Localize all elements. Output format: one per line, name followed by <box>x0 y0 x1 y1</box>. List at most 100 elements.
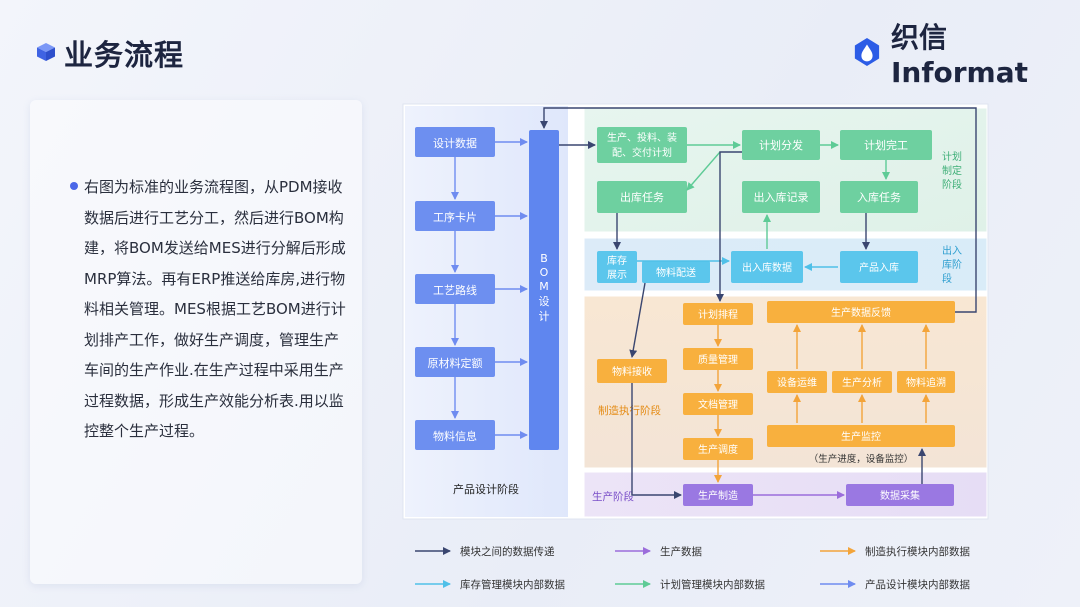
wh-box-stock-display-label-1: 库存 <box>607 254 627 267</box>
prod-box-data-collect <box>846 484 954 506</box>
mes-box-monitor <box>767 425 955 447</box>
design-box-process-card <box>415 201 495 231</box>
mes-box-quality-label: 质量管理 <box>698 353 738 366</box>
design-box-design-data-label: 设计数据 <box>433 136 477 150</box>
cross-module-arrows <box>540 107 977 499</box>
plan-stage: 生产、投料、装 配、交付计划 计划分发 计划完工 出库任务 出入库记录 入库任务… <box>597 127 962 213</box>
mes-box-data-feedback-label: 生产数据反馈 <box>831 306 891 319</box>
mes-box-quality <box>683 348 753 370</box>
design-box-material-quota-label: 原材料定额 <box>428 356 483 370</box>
wh-box-material-delivery <box>642 261 710 283</box>
arrow <box>629 282 646 358</box>
plan-box-plan-complete-label: 计划完工 <box>864 138 908 152</box>
design-box-design-data <box>415 127 495 157</box>
mes-box-equipment <box>767 371 827 393</box>
plan-box-plan-complete <box>840 130 932 160</box>
plan-box-plan-distribute <box>742 130 820 160</box>
design-box-material-info-label: 物料信息 <box>433 429 477 443</box>
bullet-icon <box>70 182 78 190</box>
legend: 模块之间的数据传递 生产数据 制造执行模块内部数据 库存管理模块内部数据 计划管… <box>415 545 970 591</box>
plan-stage-label-1: 计划 <box>942 150 962 163</box>
mes-box-equipment-label: 设备运维 <box>777 376 817 389</box>
mes-box-trace <box>897 371 955 393</box>
mes-box-document-label: 文档管理 <box>698 398 738 411</box>
wh-box-io-data <box>731 251 803 283</box>
page-title: 业务流程 <box>64 38 185 72</box>
legend-label-module-transfer: 模块之间的数据传递 <box>460 545 555 558</box>
design-box-material-info <box>415 420 495 450</box>
plan-stage-label-3: 阶段 <box>942 178 962 191</box>
legend-label-inventory-internal: 库存管理模块内部数据 <box>460 578 565 591</box>
plan-stage-label-2: 制定 <box>942 164 962 177</box>
mes-box-scheduling-label: 计划排程 <box>698 308 738 321</box>
brand-logo: 织信 Informat <box>853 21 1080 89</box>
wh-box-material-delivery-label: 物料配送 <box>656 266 696 279</box>
mes-box-material-receive-label: 物料接收 <box>612 365 652 378</box>
design-box-material-quota <box>415 347 495 377</box>
mes-stage-label: 制造执行阶段 <box>598 404 661 417</box>
arrow <box>631 383 682 499</box>
design-box-process-route-label: 工艺路线 <box>433 283 477 297</box>
wh-box-product-inbound-label: 产品入库 <box>859 261 899 274</box>
design-box-process-route <box>415 274 495 304</box>
bom-char: O <box>540 266 549 279</box>
plan-region <box>583 107 988 233</box>
bom-char: 设 <box>539 295 550 308</box>
plan-box-inbound-task <box>840 181 918 213</box>
bom-design-bar <box>529 130 559 450</box>
wh-stage-label-1: 出入 <box>942 244 962 257</box>
wh-box-stock-display-label-2: 展示 <box>607 269 627 281</box>
wh-box-io-data-label: 出入库数据 <box>742 261 792 274</box>
plan-box-outbound-task <box>597 181 687 213</box>
design-stage-label: 产品设计阶段 <box>453 482 519 496</box>
bom-char: M <box>539 280 549 293</box>
mes-box-analysis <box>832 371 892 393</box>
mes-box-material-receive <box>597 359 667 383</box>
plan-box-plan-distribute-label: 计划分发 <box>759 138 803 152</box>
arrow <box>716 151 742 302</box>
mes-box-dispatch <box>683 438 753 460</box>
wh-stage-label-3: 段 <box>942 272 952 285</box>
drop-logo-icon <box>854 38 880 66</box>
mes-box-trace-label: 物料追溯 <box>906 376 946 389</box>
plan-box-production-plan-label-2: 配、交付计划 <box>612 146 672 159</box>
legend-label-mes-internal: 制造执行模块内部数据 <box>865 545 970 558</box>
legend-label-plan-internal: 计划管理模块内部数据 <box>660 578 765 591</box>
mes-monitor-note: （生产进度，设备监控） <box>809 453 914 465</box>
plan-box-io-record <box>742 181 820 213</box>
cube-icon <box>37 43 55 61</box>
mes-box-monitor-label: 生产监控 <box>841 430 881 443</box>
prod-box-data-collect-label: 数据采集 <box>880 489 920 502</box>
prod-stage-label: 生产阶段 <box>592 490 634 503</box>
plan-box-io-record-label: 出入库记录 <box>754 190 809 204</box>
legend-label-production-data: 生产数据 <box>660 545 702 558</box>
logo-text: 织信 Informat <box>890 20 1029 89</box>
wh-box-stock-display <box>597 251 637 283</box>
production-stage: 生产制造 数据采集 生产阶段 <box>592 448 954 506</box>
mes-box-document <box>683 393 753 415</box>
description-text: 右图为标准的业务流程图，从PDM接收数据后进行工艺分工，然后进行BOM构建，将B… <box>84 178 346 440</box>
bom-char: B <box>540 252 548 265</box>
plan-box-production-plan <box>597 127 687 163</box>
prod-box-manufacture-label: 生产制造 <box>698 489 738 502</box>
bom-char: 计 <box>539 310 550 323</box>
plan-box-outbound-task-label: 出库任务 <box>620 190 664 204</box>
mes-box-dispatch-label: 生产调度 <box>698 443 738 456</box>
legend-label-design-internal: 产品设计模块内部数据 <box>865 578 970 591</box>
design-stage: 设计数据 工序卡片 工艺路线 原材料定额 物料信息 B O M 设 计 产品设计… <box>415 127 559 496</box>
mes-box-analysis-label: 生产分析 <box>842 376 882 389</box>
wh-stage-label-2: 库阶 <box>942 258 962 271</box>
mes-box-data-feedback <box>767 301 955 323</box>
arrow <box>540 107 977 313</box>
prod-box-manufacture <box>683 484 753 506</box>
plan-box-inbound-task-label: 入库任务 <box>857 191 901 204</box>
warehouse-stage: 库存 展示 物料配送 出入库数据 产品入库 出入 库阶 段 <box>597 213 962 285</box>
plan-box-production-plan-label-1: 生产、投料、装 <box>607 131 677 144</box>
wh-box-product-inbound <box>840 251 918 283</box>
description-card <box>30 100 362 584</box>
mes-box-scheduling <box>683 303 753 325</box>
arrow <box>686 151 721 191</box>
design-box-process-card-label: 工序卡片 <box>433 210 477 224</box>
mes-stage: 计划排程 质量管理 文档管理 生产调度 物料接收 生产数据反馈 设备运维 生产分… <box>597 301 955 465</box>
